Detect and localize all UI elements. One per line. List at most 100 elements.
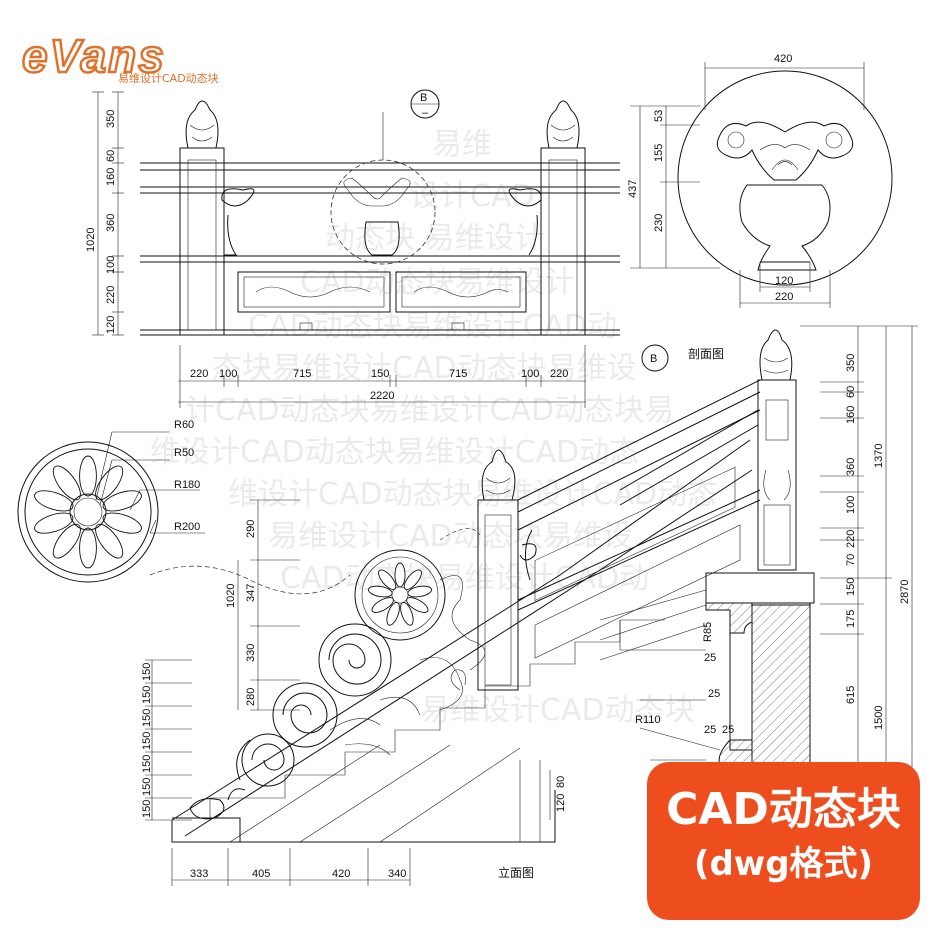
svg-text:150: 150 (845, 578, 857, 596)
svg-text:350: 350 (845, 354, 857, 372)
svg-text:25: 25 (722, 724, 734, 736)
svg-text:53: 53 (653, 110, 665, 122)
svg-text:2220: 2220 (370, 390, 394, 402)
petal (52, 465, 81, 501)
svg-text:160: 160 (845, 406, 857, 424)
svg-text:175: 175 (845, 610, 857, 628)
svg-text:100: 100 (105, 256, 117, 274)
petal (95, 465, 124, 501)
svg-text:715: 715 (449, 368, 467, 380)
svg-text:420: 420 (774, 53, 792, 65)
petal (394, 562, 406, 588)
petal (95, 523, 124, 559)
svg-text:150: 150 (371, 368, 389, 380)
svg-text:CAD动态块易维设计: CAD动态块易维设计 (300, 265, 575, 300)
svg-text:2870: 2870 (899, 580, 911, 604)
svg-text:CAD动态块易维设计CAD动: CAD动态块易维设计CAD动 (280, 561, 649, 596)
svg-text:25: 25 (704, 652, 716, 664)
svg-text:1500: 1500 (873, 706, 885, 730)
svg-text:CAD动态块易维设计CAD动: CAD动态块易维设计CAD动 (248, 309, 617, 344)
svg-text:155: 155 (653, 144, 665, 162)
svg-text:220: 220 (775, 291, 793, 303)
petal (34, 490, 74, 512)
svg-text:B: B (420, 92, 427, 104)
petal (79, 455, 97, 497)
svg-text:70: 70 (845, 554, 857, 566)
svg-text:B: B (650, 353, 657, 365)
svg-text:150: 150 (141, 663, 153, 681)
badge-subtitle: (dwg格式) (693, 844, 874, 884)
svg-text:150: 150 (141, 800, 153, 818)
svg-text:150: 150 (141, 732, 153, 750)
section-view: R85 R110 25 25 25 25 350 60 160 360 100 … (599, 325, 918, 845)
top-left-ticks (92, 91, 124, 336)
svg-text:420: 420 (332, 868, 350, 880)
section-callout: B 剖面图 (641, 344, 724, 372)
svg-text:160: 160 (105, 168, 117, 186)
svg-text:333: 333 (190, 868, 208, 880)
svg-text:易维设计CAD动态块: 易维设计CAD动态块 (420, 693, 695, 728)
brand-logo: eVans 易维设计CAD动态块 (21, 29, 219, 85)
svg-text:230: 230 (653, 214, 665, 232)
svg-text:220: 220 (550, 368, 568, 380)
svg-text:维设计CAD动态块易维设计CAD动态: 维设计CAD动态块易维设计CAD动态 (150, 435, 639, 470)
svg-text:易维: 易维 (432, 127, 492, 162)
svg-text:动态块 易维设计: 动态块 易维设计 (325, 221, 545, 256)
svg-text:120: 120 (105, 316, 117, 334)
svg-text:剖面图: 剖面图 (688, 347, 724, 361)
watermark: 易维 设计CAD 动态块 易维设计 CAD动态块易维设计 CAD动态块易维设计C… (150, 127, 717, 728)
svg-text:290: 290 (245, 520, 257, 538)
cad-badge: CAD动态块 (dwg格式) (647, 762, 920, 920)
svg-text:220: 220 (190, 368, 208, 380)
svg-text:120: 120 (555, 794, 567, 812)
svg-text:60: 60 (105, 150, 117, 162)
svg-text:360: 360 (845, 458, 857, 476)
svg-text:150: 150 (141, 755, 153, 773)
svg-text:25: 25 (708, 688, 720, 700)
svg-text:计CAD动态块易维设计CAD动态块易: 计CAD动态块易维设计CAD动态块易 (185, 393, 674, 428)
svg-text:350: 350 (105, 110, 117, 128)
top-elevation: B – 350 60 160 360 100 220 120 1020 220 … (85, 89, 620, 408)
svg-text:R110: R110 (635, 714, 660, 726)
svg-text:1020: 1020 (225, 584, 237, 608)
petal (79, 527, 97, 569)
svg-text:437: 437 (627, 180, 639, 198)
svg-text:360: 360 (105, 214, 117, 232)
svg-text:220: 220 (105, 286, 117, 304)
svg-text:R50: R50 (174, 447, 194, 459)
svg-text:25: 25 (704, 724, 716, 736)
svg-text:150: 150 (141, 778, 153, 796)
svg-text:–: – (422, 107, 429, 119)
svg-text:维设计CAD动态块易维设计CAD动态: 维设计CAD动态块易维设计CAD动态 (228, 477, 717, 512)
svg-text:347: 347 (245, 584, 257, 602)
petal (52, 523, 81, 559)
svg-text:1370: 1370 (873, 444, 885, 468)
petal (102, 512, 142, 534)
svg-text:态块易维设计CAD动态块易维设: 态块易维设计CAD动态块易维设 (212, 351, 637, 386)
svg-text:330: 330 (245, 644, 257, 662)
petal (34, 512, 74, 534)
svg-text:1020: 1020 (85, 228, 97, 252)
svg-text:405: 405 (252, 868, 270, 880)
logo-brand: eVans (22, 30, 166, 82)
svg-text:R200: R200 (174, 521, 200, 533)
svg-text:设计CAD: 设计CAD (410, 179, 535, 214)
badge-title: CAD动态块 (666, 784, 901, 835)
svg-text:150: 150 (141, 709, 153, 727)
svg-text:100: 100 (845, 496, 857, 514)
svg-text:R60: R60 (174, 419, 194, 431)
svg-text:220: 220 (845, 530, 857, 548)
svg-text:340: 340 (388, 868, 406, 880)
rosette: R60 R50 R180 R200 (17, 419, 351, 595)
logo-tagline: 易维设计CAD动态块 (118, 72, 219, 85)
svg-text:150: 150 (141, 686, 153, 704)
svg-text:615: 615 (845, 686, 857, 704)
svg-text:120: 120 (775, 275, 793, 287)
svg-text:60: 60 (845, 386, 857, 398)
detail-vase: 420 53 155 230 437 120 220 (627, 53, 893, 308)
stair-elevation: 150 150 150 150 150 150 150 290 347 330 … (141, 379, 761, 886)
svg-text:100: 100 (219, 368, 237, 380)
svg-text:易维设计CAD动态块易维设: 易维设计CAD动态块易维设 (268, 519, 633, 554)
svg-text:立面图: 立面图 (498, 865, 534, 880)
